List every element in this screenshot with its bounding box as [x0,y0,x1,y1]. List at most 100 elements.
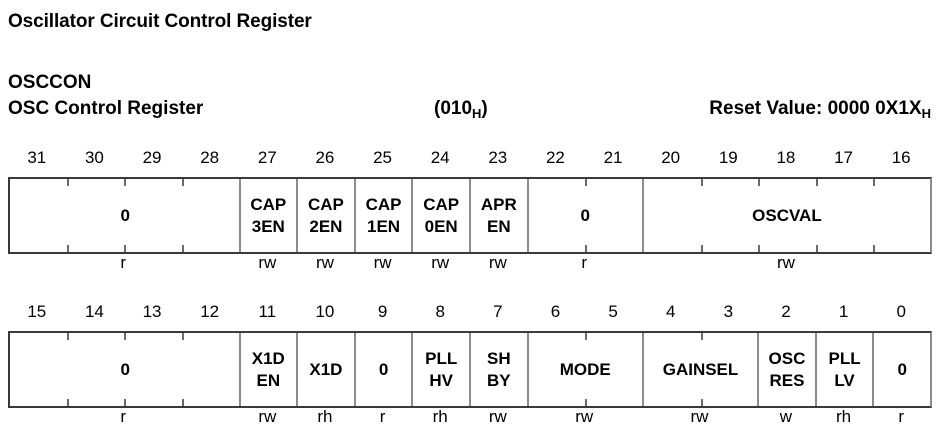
bit-field: 0 [10,333,241,406]
access-type: rh [432,407,448,426]
bit-number: 9 [377,302,388,321]
bit-number: 20 [661,148,681,167]
reset-value: Reset Value: 0000 0X1XH [709,98,931,120]
bit-tick-mark [124,179,127,186]
bit-tick-mark [585,399,588,406]
access-type: r [898,407,905,426]
bit-number: 0 [896,302,906,321]
address-close: ) [481,98,488,119]
bit-tick-mark [700,245,703,252]
bit-tick-mark [700,179,703,186]
bit-tick-mark [585,333,588,340]
field-label-line1: 0 [378,359,389,379]
bit-field: MODE [526,333,642,406]
field-label-line2: EN [487,216,511,236]
bit-number: 25 [373,148,393,167]
access-type: w [779,407,793,426]
field-label-line1: CAP [250,194,287,214]
register-description: OSC Control Register [8,98,204,119]
bit-number: 14 [84,302,104,321]
reset-value-text: Reset Value: 0000 0X1X [709,98,922,119]
field-label-line2: HV [429,370,453,390]
bit-tick-mark [124,399,127,406]
bit-tick-mark [124,245,127,252]
bit-number: 19 [718,148,738,167]
bit-number: 24 [430,148,450,167]
field-label-line1: APR [480,194,517,214]
bit-tick-mark [873,179,876,186]
field-label-line1: X1D [309,359,343,379]
field-label-line1: 0 [120,359,130,379]
bit-field: OSCVAL [641,179,930,252]
bit-number: 29 [142,148,162,167]
bit-tick-mark [66,399,69,406]
access-type: rw [315,253,334,272]
field-label-line1: 0 [580,205,590,225]
address-hex-subscript: H [472,106,482,121]
bit-tick-mark [815,245,818,252]
field-label-line2: 3EN [251,216,285,236]
reset-hex-subscript: H [921,106,931,121]
bit-tick-mark [758,245,761,252]
bit-number: 18 [776,148,796,167]
access-type: r [581,253,588,272]
bit-tick-mark [181,399,184,406]
bit-number: 17 [834,148,854,167]
bit-number: 21 [603,148,623,167]
register-name: OSCCON [8,72,92,93]
bit-number: 31 [27,148,47,167]
access-type: rw [488,253,507,272]
address-value: (010 [434,98,473,119]
field-label-line1: OSC [768,348,806,368]
bit-number: 6 [550,302,561,321]
bit-field: 0 [872,333,930,406]
access-type: r [379,407,386,426]
field-label-line1: X1D [251,348,285,368]
field-label-line2: 0EN [424,216,458,236]
bit-number: 27 [257,148,277,167]
bit-number: 30 [84,148,104,167]
field-label-line1: SH [487,348,511,368]
access-type: r [120,407,127,426]
bit-number: 4 [665,302,676,321]
bit-number: 5 [608,302,618,321]
field-label-line2: 1EN [367,216,401,236]
bit-number: 10 [315,302,335,321]
bit-number: 3 [723,302,734,321]
bit-tick-mark [181,333,184,340]
bit-tick-mark [181,245,184,252]
access-type: rw [690,407,709,426]
access-type: rh [836,407,852,426]
bit-tick-mark [181,179,184,186]
bit-number: 28 [200,148,220,167]
bit-tick-mark [585,245,588,252]
access-type: rw [258,253,277,272]
register-address: (010H) [434,98,488,120]
access-type: rh [317,407,333,426]
bit-number: 8 [435,302,445,321]
bit-field: X1D [296,333,354,406]
bit-number: 15 [27,302,47,321]
bit-number: 26 [315,148,335,167]
bit-tick-mark [66,179,69,186]
field-label-line1: 0 [120,205,130,225]
field-label-line1: CAP [365,194,402,214]
bit-tick-mark [66,245,69,252]
bit-field: GAINSEL [641,333,757,406]
bit-tick-mark [700,399,703,406]
bit-field: 0 [10,179,241,252]
access-type: rw [258,407,277,426]
bit-number: 7 [493,302,503,321]
field-label-line2: 2EN [309,216,343,236]
bit-tick-mark [66,333,69,340]
